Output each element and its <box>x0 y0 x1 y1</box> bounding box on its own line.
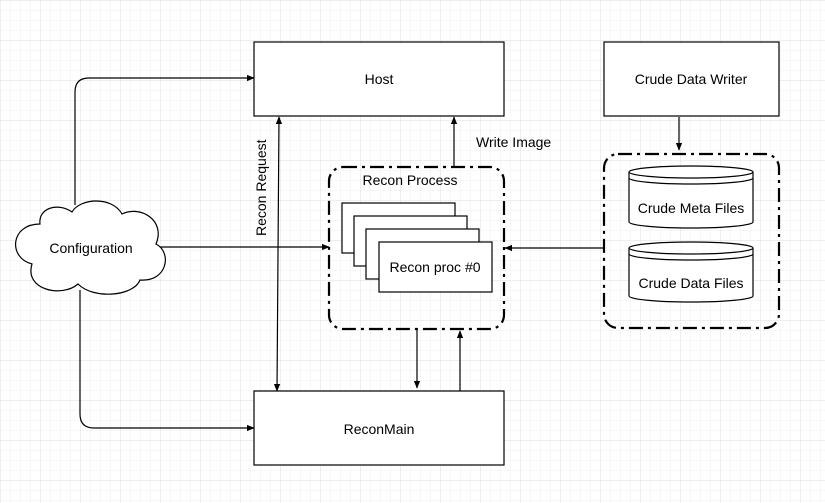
crude-storage-container <box>602 152 781 330</box>
write-image-label: Write Image <box>476 134 551 150</box>
configuration-cloud[interactable]: Configuration <box>15 200 166 295</box>
host-node[interactable]: Host <box>253 41 505 117</box>
crude-meta-files-cylinder[interactable]: Crude Meta Files <box>628 165 754 229</box>
crude-data-writer-label: Crude Data Writer <box>635 71 748 87</box>
recon-proc-node[interactable]: Recon proc #0 <box>378 241 493 293</box>
crude-data-files-cylinder[interactable]: Crude Data Files <box>628 241 754 303</box>
recon-proc-label: Recon proc #0 <box>389 259 480 275</box>
edge-configuration-to-reconmain <box>79 290 255 432</box>
host-label: Host <box>365 71 394 87</box>
reconmain-label: ReconMain <box>344 421 415 437</box>
crude-data-files-label: Crude Data Files <box>638 275 743 291</box>
edge-configuration-to-host <box>74 74 255 205</box>
configuration-label: Configuration <box>49 240 132 256</box>
recon-process-label: Recon Process <box>363 172 458 188</box>
edge-recon-request <box>273 116 283 392</box>
recon-process-container[interactable]: Recon Process <box>327 165 506 331</box>
reconmain-node[interactable]: ReconMain <box>253 390 505 466</box>
crude-meta-files-label: Crude Meta Files <box>638 200 745 216</box>
recon-request-label: Recon Request <box>253 139 269 236</box>
crude-data-writer-node[interactable]: Crude Data Writer <box>603 41 780 117</box>
